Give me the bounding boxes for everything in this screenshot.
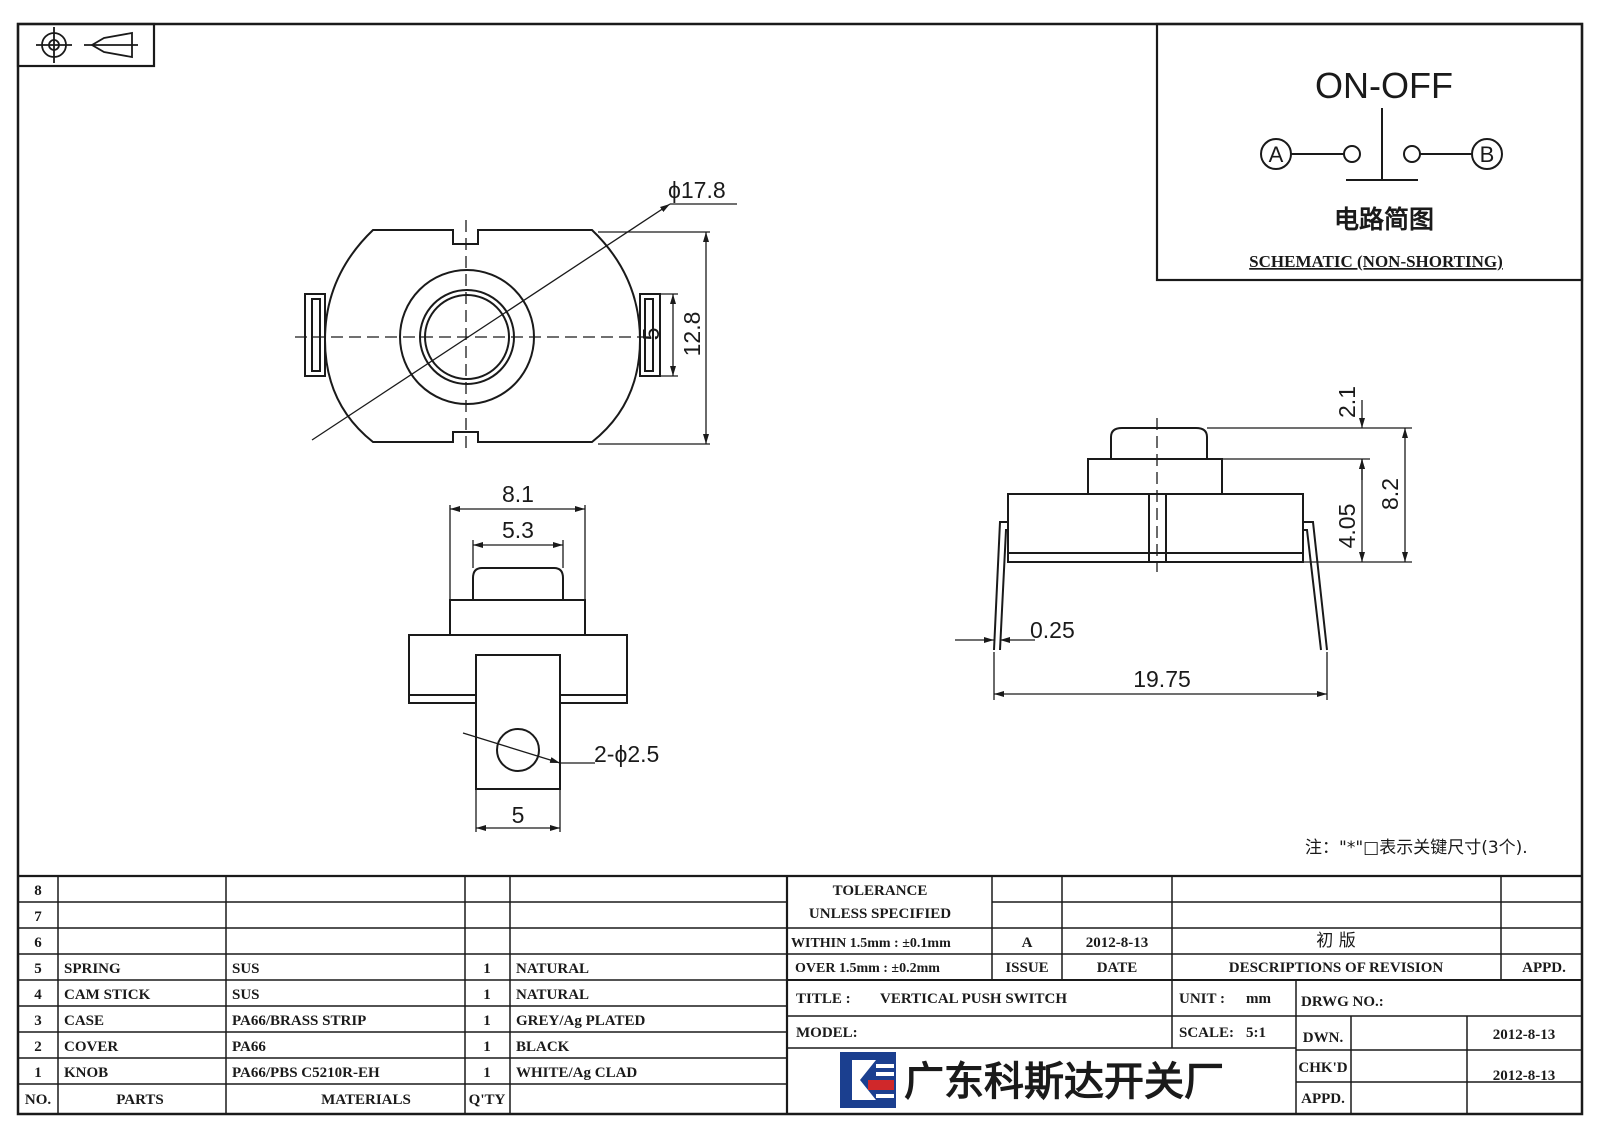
tolerance-line: WITHIN 1.5mm : ±0.1mm bbox=[791, 936, 951, 951]
dim-hole-2-2-5: 2-ϕ2.5 bbox=[594, 741, 659, 767]
revision-date: 2012-8-13 bbox=[1086, 935, 1149, 951]
schematic-panel: ON-OFF A B 电路简图 SCHEMATIC (NON-SHORTING) bbox=[1155, 22, 1584, 282]
appd-label: APPD. bbox=[1301, 1091, 1345, 1107]
model-label: MODEL: bbox=[796, 1025, 858, 1041]
tolerance-line: TOLERANCE bbox=[833, 883, 928, 899]
revision-description: 初 版 bbox=[1316, 931, 1355, 951]
title-block: TITLE : VERTICAL PUSH SWITCH UNIT : mm D… bbox=[796, 991, 1555, 1107]
table-row: 7 bbox=[34, 909, 42, 925]
schematic-caption-en: SCHEMATIC (NON-SHORTING) bbox=[1249, 252, 1503, 271]
bom-material: PA66 bbox=[232, 1039, 266, 1055]
revision-issue: A bbox=[1022, 935, 1033, 951]
dim-pin-span-19-75: 19.75 bbox=[1133, 666, 1191, 692]
unit-label: UNIT : bbox=[1179, 991, 1225, 1007]
company-logo-icon bbox=[840, 1052, 896, 1108]
title-label: TITLE : bbox=[796, 991, 851, 1007]
company-name: 广东科斯达开关厂 bbox=[904, 1059, 1224, 1105]
tolerance-block: TOLERANCE UNLESS SPECIFIED WITHIN 1.5mm … bbox=[791, 883, 951, 976]
drwg-no-label: DRWG NO.: bbox=[1301, 994, 1384, 1010]
bom-finish: BLACK bbox=[516, 1039, 570, 1055]
bom-header-no: NO. bbox=[25, 1092, 52, 1108]
dim-width-8-1: 8.1 bbox=[502, 481, 534, 507]
bom-no: 5 bbox=[34, 961, 42, 977]
bom-no: 4 bbox=[34, 987, 42, 1003]
revision-date-label: DATE bbox=[1097, 960, 1138, 976]
key-dimension-note: 注："*"□表示关键尺寸(3个). bbox=[1305, 838, 1528, 858]
bom-material: SUS bbox=[232, 961, 260, 977]
third-angle-projection-icon bbox=[16, 22, 156, 68]
table-row: 6 bbox=[34, 935, 42, 951]
scale-label: SCALE: bbox=[1179, 1025, 1234, 1041]
bom-part: CASE bbox=[64, 1013, 104, 1029]
bom-qty: 1 bbox=[483, 1065, 491, 1081]
revision-appd-label: APPD. bbox=[1522, 960, 1566, 976]
revision-issue-label: ISSUE bbox=[1005, 960, 1048, 976]
chkd-label: CHK'D bbox=[1298, 1060, 1347, 1076]
bom-finish: NATURAL bbox=[516, 961, 589, 977]
table-grid bbox=[18, 874, 1582, 1114]
dim-slot-5: 5 bbox=[638, 328, 664, 341]
bom-finish: GREY/Ag PLATED bbox=[516, 1013, 645, 1029]
bom-material: PA66/BRASS STRIP bbox=[232, 1013, 366, 1029]
unit-value: mm bbox=[1246, 991, 1271, 1007]
chkd-date: 2012-8-13 bbox=[1493, 1068, 1556, 1084]
bom-qty: 1 bbox=[483, 961, 491, 977]
revision-desc-label: DESCRIPTIONS OF REVISION bbox=[1229, 960, 1444, 976]
dim-total-8-2: 8.2 bbox=[1377, 478, 1403, 510]
bom-part: KNOB bbox=[64, 1065, 108, 1081]
front-view bbox=[408, 505, 628, 832]
sheet-border bbox=[16, 22, 1584, 1116]
terminal-a-label: A bbox=[1269, 142, 1284, 167]
bom-qty: 1 bbox=[483, 987, 491, 1003]
side-view bbox=[955, 400, 1412, 700]
bom-header-qty: Q'TY bbox=[469, 1092, 506, 1108]
dim-height-12-8: 12.8 bbox=[679, 312, 705, 357]
bom-material: SUS bbox=[232, 987, 260, 1003]
dim-tab-5: 5 bbox=[512, 802, 525, 828]
dwn-date: 2012-8-13 bbox=[1493, 1027, 1556, 1043]
dim-width-5-3: 5.3 bbox=[502, 517, 534, 543]
bom-no: 2 bbox=[34, 1039, 42, 1055]
bom-part: SPRING bbox=[64, 961, 121, 977]
revision-block: A 2012-8-13 初 版 ISSUE DATE DESCRIPTIONS … bbox=[1005, 931, 1566, 976]
scale-value: 5:1 bbox=[1246, 1025, 1266, 1041]
dwn-label: DWN. bbox=[1303, 1030, 1344, 1046]
bom-qty: 1 bbox=[483, 1013, 491, 1029]
dim-knob-2-1: 2.1 bbox=[1334, 386, 1360, 418]
bom-part: CAM STICK bbox=[64, 987, 151, 1003]
schematic-caption-cn: 电路简图 bbox=[1334, 205, 1434, 234]
terminal-b-label: B bbox=[1480, 142, 1495, 167]
top-view bbox=[295, 203, 737, 452]
dim-diameter-17-8: ϕ17.8 bbox=[668, 177, 726, 203]
bom-table: 8 7 6 5 SPRING SUS 1 NATURAL 4 CAM STICK… bbox=[25, 883, 646, 1108]
bom-part: COVER bbox=[64, 1039, 118, 1055]
schematic-title: ON-OFF bbox=[1315, 65, 1453, 106]
dim-pin-0-25: 0.25 bbox=[1030, 617, 1075, 643]
bom-qty: 1 bbox=[483, 1039, 491, 1055]
bom-header-materials: MATERIALS bbox=[321, 1092, 411, 1108]
drawing-title: VERTICAL PUSH SWITCH bbox=[880, 991, 1067, 1007]
bom-finish: WHITE/Ag CLAD bbox=[516, 1065, 637, 1081]
bom-material: PA66/PBS C5210R-EH bbox=[232, 1065, 380, 1081]
bom-no: 1 bbox=[34, 1065, 42, 1081]
tolerance-line: OVER 1.5mm : ±0.2mm bbox=[795, 961, 940, 976]
bom-finish: NATURAL bbox=[516, 987, 589, 1003]
bom-no: 3 bbox=[34, 1013, 42, 1029]
dim-body-4-05: 4.05 bbox=[1334, 504, 1360, 549]
bom-header-parts: PARTS bbox=[116, 1092, 164, 1108]
tolerance-line: UNLESS SPECIFIED bbox=[809, 906, 951, 922]
table-row: 8 bbox=[34, 883, 42, 899]
